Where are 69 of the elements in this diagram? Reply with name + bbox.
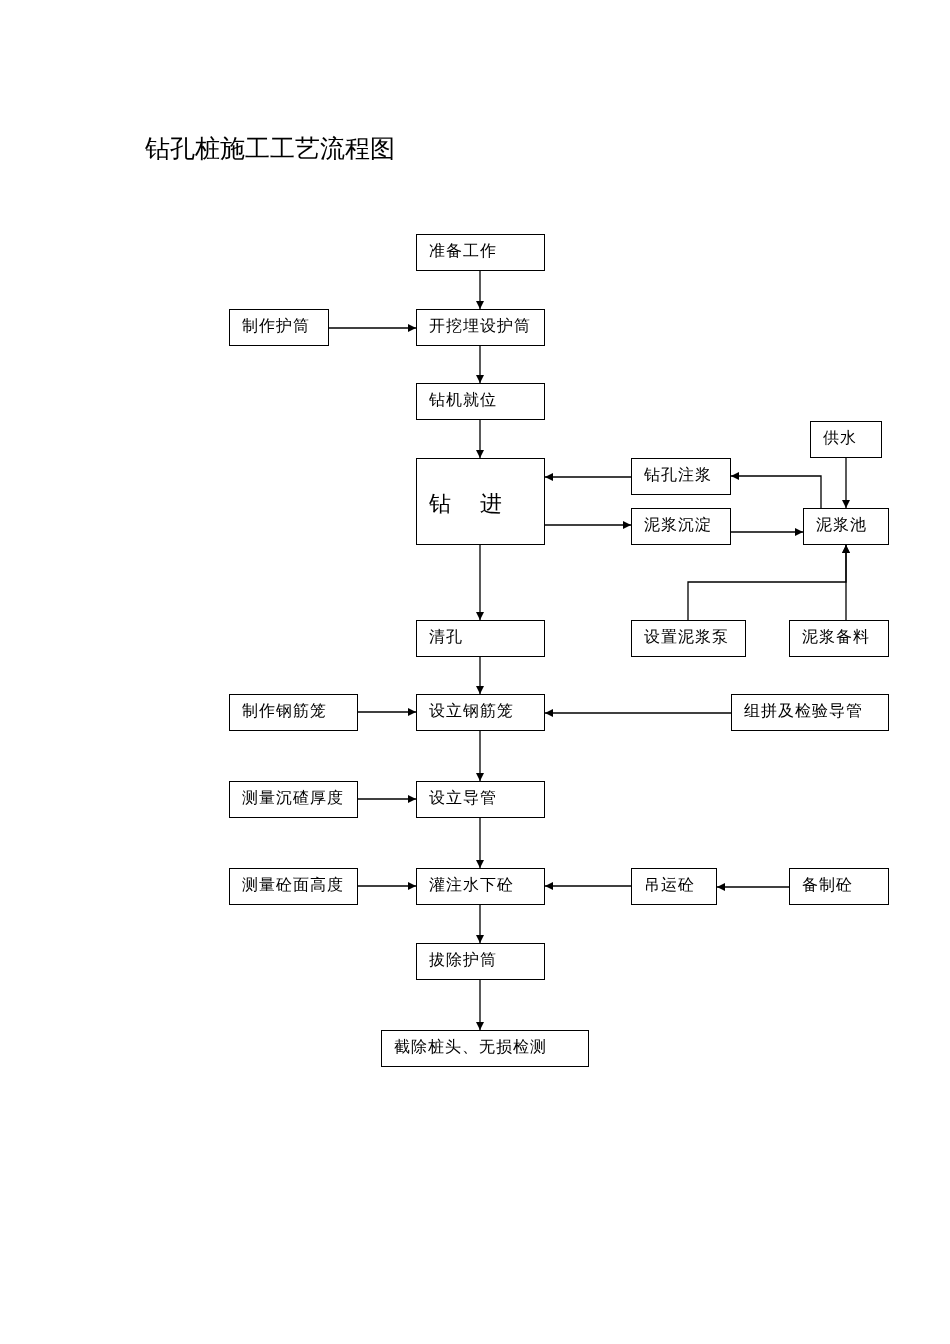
- arrow: [544, 709, 732, 717]
- box-label: 钻孔注浆: [644, 465, 712, 486]
- box-label: 钻 进: [429, 490, 503, 518]
- box-label: 开挖埋设护筒: [429, 316, 531, 337]
- process-box: [789, 868, 889, 905]
- process-box: [810, 421, 882, 458]
- arrow: [544, 473, 632, 481]
- box-label: 制作护筒: [242, 316, 310, 337]
- process-box: [416, 383, 545, 420]
- box-label: 测量沉碴厚度: [242, 788, 344, 809]
- process-box: [229, 309, 329, 346]
- arrow: [544, 521, 632, 529]
- arrow: [476, 270, 484, 310]
- arrow: [730, 472, 822, 509]
- process-box: [416, 309, 545, 346]
- arrow: [328, 324, 417, 332]
- arrow: [476, 979, 484, 1031]
- arrow: [716, 883, 790, 891]
- box-label: 钻机就位: [429, 390, 497, 411]
- process-box: [631, 458, 731, 495]
- process-box: [381, 1030, 589, 1067]
- process-box: [416, 694, 545, 731]
- box-label: 设置泥浆泵: [644, 627, 729, 648]
- box-label: 测量砼面高度: [242, 875, 344, 896]
- box-label: 准备工作: [429, 241, 497, 262]
- arrow: [476, 817, 484, 869]
- box-label: 设立钢筋笼: [429, 701, 514, 722]
- diagram-title: 钻孔桩施工工艺流程图: [145, 133, 395, 165]
- arrow: [476, 419, 484, 459]
- arrow: [476, 544, 484, 621]
- arrow: [730, 528, 804, 536]
- process-box: [229, 781, 358, 818]
- box-label: 灌注水下砼: [429, 875, 514, 896]
- arrow: [476, 656, 484, 695]
- process-box: [416, 458, 545, 545]
- process-box: [416, 943, 545, 980]
- arrow: [357, 795, 417, 803]
- box-label: 泥浆池: [816, 515, 867, 536]
- process-box: [789, 620, 889, 657]
- arrow: [357, 882, 417, 890]
- process-box: [416, 620, 545, 657]
- box-label: 供水: [823, 428, 857, 449]
- arrow: [842, 544, 850, 621]
- arrow: [476, 904, 484, 944]
- process-box: [631, 508, 731, 545]
- arrow: [476, 730, 484, 782]
- box-label: 组拼及检验导管: [744, 701, 863, 722]
- process-box: [229, 868, 358, 905]
- process-box: [631, 868, 717, 905]
- process-box: [416, 868, 545, 905]
- arrow: [842, 457, 850, 509]
- arrow: [476, 345, 484, 384]
- box-label: 设立导管: [429, 788, 497, 809]
- process-box: [731, 694, 889, 731]
- box-label: 备制砼: [802, 875, 853, 896]
- box-label: 泥浆备料: [802, 627, 870, 648]
- box-label: 拔除护筒: [429, 950, 497, 971]
- arrow: [544, 882, 632, 890]
- process-box: [416, 781, 545, 818]
- process-box: [416, 234, 545, 271]
- process-box: [229, 694, 358, 731]
- box-label: 截除桩头、无损检测: [394, 1037, 547, 1058]
- arrow: [357, 708, 417, 716]
- process-box: [803, 508, 889, 545]
- box-label: 泥浆沉淀: [644, 515, 712, 536]
- box-label: 制作钢筋笼: [242, 701, 327, 722]
- process-box: [631, 620, 746, 657]
- box-label: 吊运砼: [644, 875, 695, 896]
- box-label: 清孔: [429, 627, 463, 648]
